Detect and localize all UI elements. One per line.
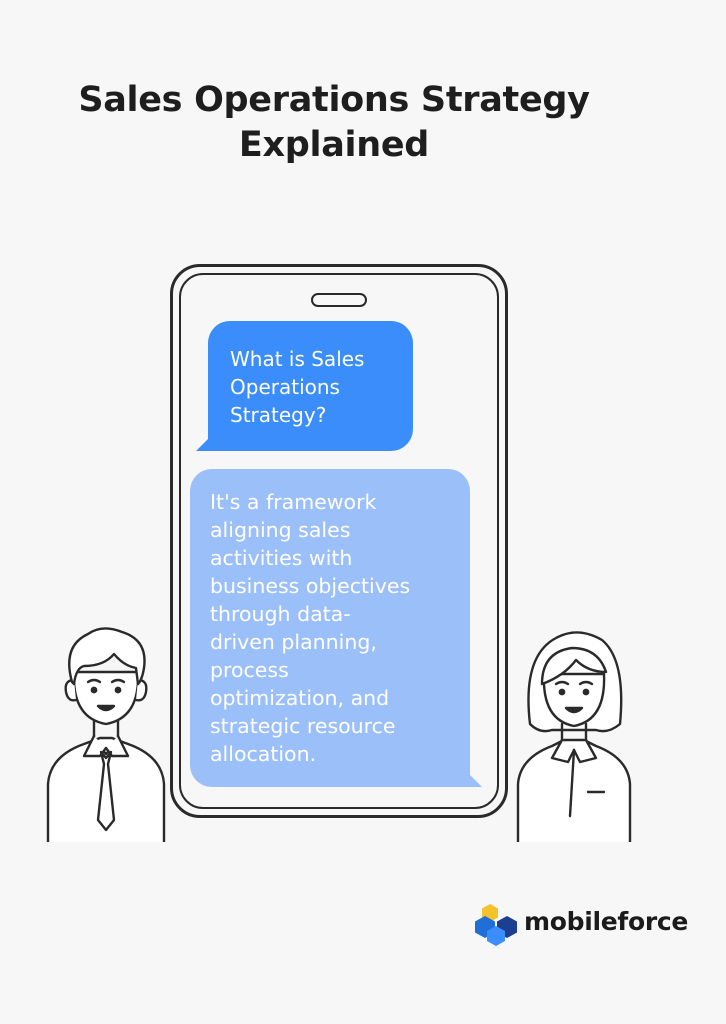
question-line: Strategy? (230, 403, 327, 427)
brand-logo: mobileforce (472, 902, 702, 948)
answer-line: activities with (210, 546, 353, 570)
answer-line: It's a framework (210, 490, 377, 514)
woman-avatar-icon (516, 631, 632, 842)
answer-line: aligning sales (210, 518, 351, 542)
question-line: Operations (230, 375, 340, 399)
page-title: Sales Operations Strategy Explained (0, 78, 668, 168)
answer-bubble: It's a framework aligning sales activiti… (190, 469, 482, 787)
answer-line: process (210, 658, 289, 682)
phone-icon (170, 264, 508, 818)
title-line-1: Sales Operations Strategy (78, 80, 590, 120)
phone-screen (179, 273, 499, 809)
question-bubble: What is Sales Operations Strategy? (196, 321, 413, 451)
answer-line: driven planning, (210, 630, 377, 654)
phone-speaker (311, 293, 367, 307)
question-line: What is Sales (230, 347, 365, 371)
mobileforce-logo-icon (475, 904, 517, 946)
question-text: What is Sales Operations Strategy? (230, 345, 397, 429)
answer-line: optimization, and (210, 686, 390, 710)
answer-line: business objectives (210, 574, 411, 598)
answer-line: through data- (210, 602, 351, 626)
brand-name: mobileforce (524, 907, 689, 936)
title-line-2: Explained (238, 125, 430, 165)
answer-line: strategic resource (210, 714, 396, 738)
answer-bubble-tail (468, 773, 482, 787)
answer-line: allocation. (210, 742, 317, 766)
answer-text: It's a framework aligning sales activiti… (210, 488, 460, 768)
man-avatar-icon (46, 627, 166, 842)
question-bubble-tail (196, 437, 210, 451)
